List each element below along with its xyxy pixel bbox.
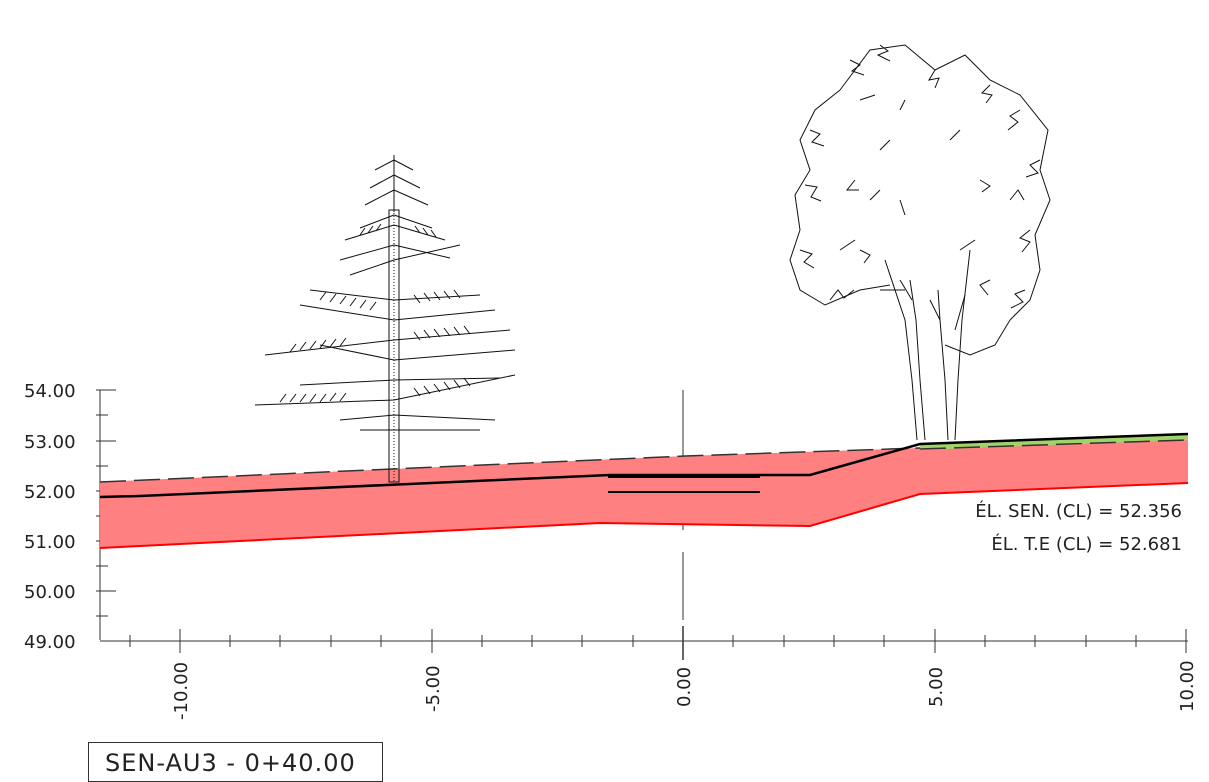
conduit-lines — [608, 476, 760, 493]
x-tick-label: 5.00 — [926, 667, 947, 707]
cross-section-drawing: 54.00 53.00 52.00 51.00 50.00 49.00 -10.… — [24, 44, 1198, 782]
x-tick-label: -5.00 — [423, 665, 444, 712]
section-title: SEN-AU3 - 0+40.00 — [105, 749, 356, 777]
te-elevation-label: ÉL. T.E (CL) = 52.681 — [991, 533, 1182, 555]
deciduous-tree-icon — [789, 44, 1051, 441]
y-tick-label: 53.00 — [24, 432, 76, 453]
conifer-tree-icon — [254, 155, 516, 483]
y-tick-label: 50.00 — [24, 582, 76, 603]
cut-area — [100, 440, 1188, 548]
x-tick-label: -10.00 — [171, 662, 192, 720]
y-tick-label: 49.00 — [24, 632, 76, 653]
x-tick-label: 0.00 — [674, 667, 695, 707]
y-axis: 54.00 53.00 52.00 51.00 50.00 49.00 — [24, 381, 116, 653]
y-tick-label: 52.00 — [24, 482, 76, 503]
x-axis: -10.00 -5.00 0.00 5.00 10.00 — [100, 629, 1198, 720]
y-tick-label: 51.00 — [24, 532, 76, 553]
sen-elevation-label: ÉL. SEN. (CL) = 52.356 — [975, 500, 1182, 522]
section-title-box: SEN-AU3 - 0+40.00 — [88, 742, 383, 782]
subgrade-line — [99, 482, 1189, 549]
x-tick-label: 10.00 — [1177, 660, 1198, 712]
design-line — [99, 432, 1189, 499]
existing-ground-line-right — [919, 439, 1189, 450]
y-tick-label: 54.00 — [24, 381, 76, 402]
fill-area — [920, 434, 1188, 450]
existing-ground-line — [99, 447, 921, 483]
